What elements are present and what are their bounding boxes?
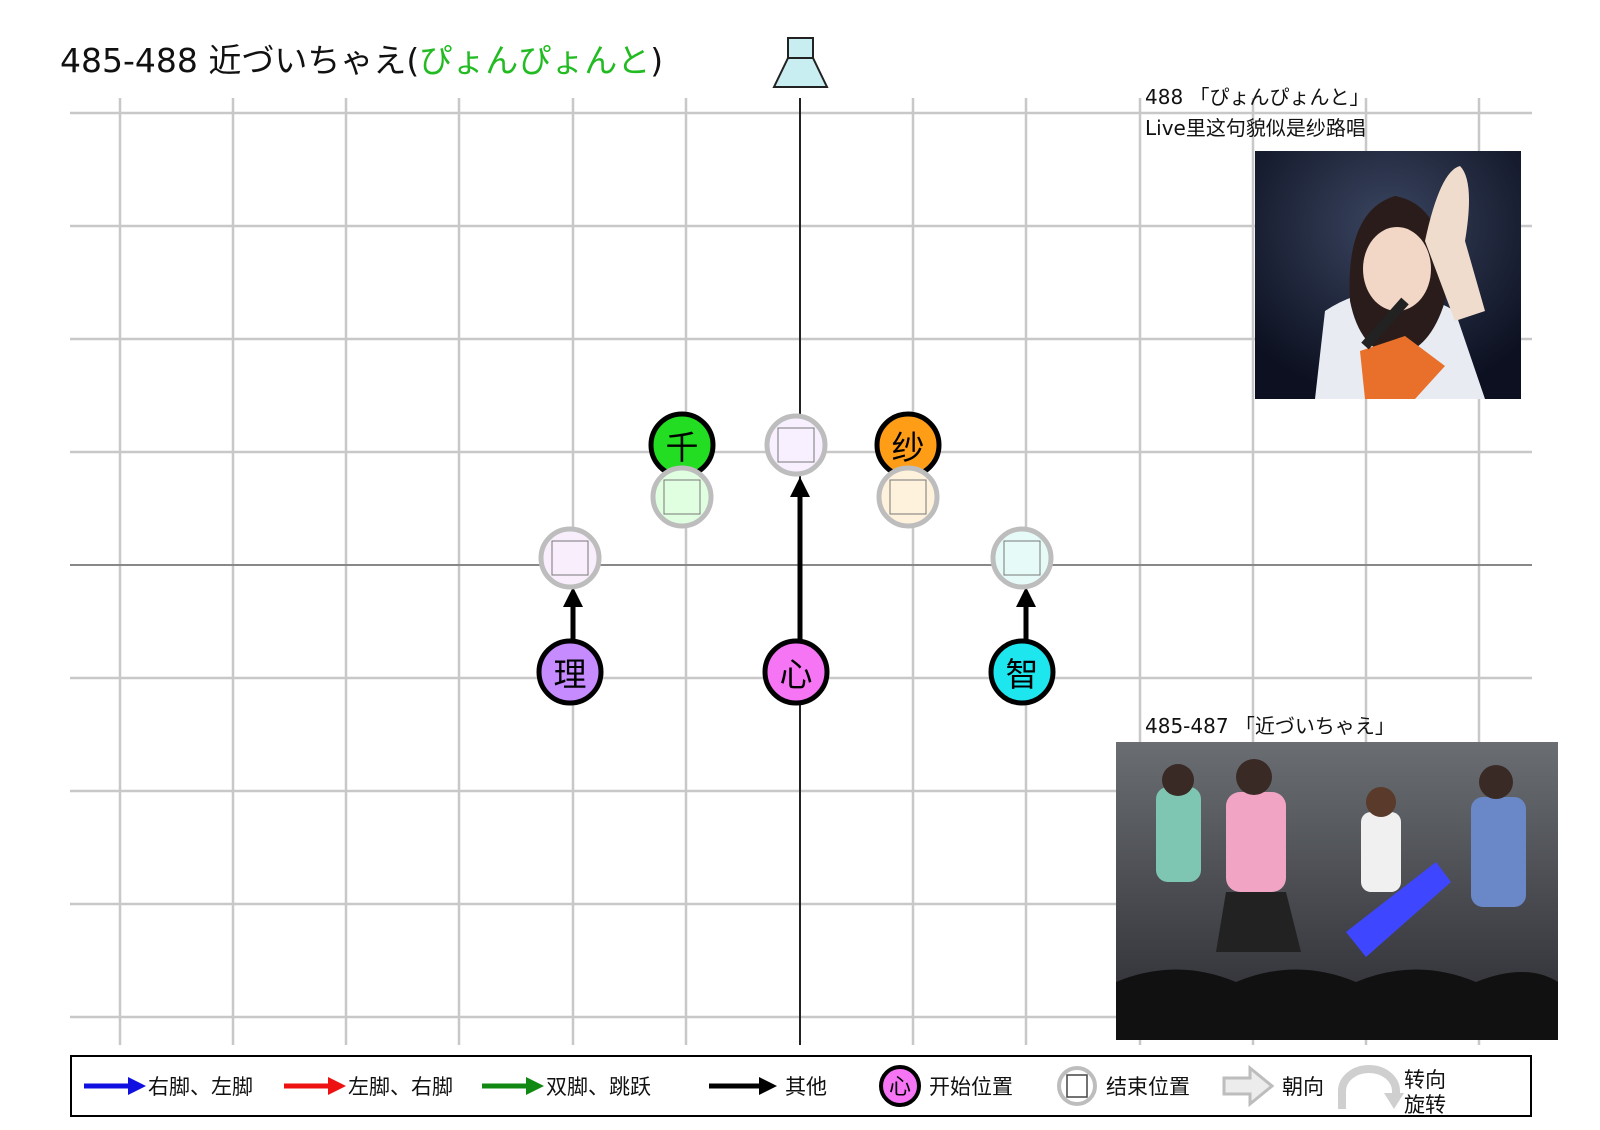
legend: 右脚、左脚 左脚、右脚 双脚、跳跃 其他 心 开始位置 结束位置 朝向 xyxy=(70,1055,1532,1117)
member-label: 智 xyxy=(1006,655,1039,694)
blue-arrow-icon xyxy=(84,1077,146,1095)
speaker-stand-icon xyxy=(772,37,829,88)
annotation-top: 488 「ぴょんぴょんと」 Live里这句貌似是纱路唱 xyxy=(1145,85,1370,140)
svg-text:心: 心 xyxy=(889,1075,911,1100)
legend-item-right-left-foot: 右脚、左脚 xyxy=(82,1057,253,1115)
member-label: 纱 xyxy=(892,428,925,467)
legend-item-both-feet-jump: 双脚、跳跃 xyxy=(480,1057,651,1115)
member-label: 理 xyxy=(554,655,587,694)
start-position-cocoa: 心 xyxy=(762,638,830,706)
legend-item-facing: 朝向 xyxy=(1220,1057,1324,1115)
legend-item-left-right-foot: 左脚、右脚 xyxy=(282,1057,453,1115)
black-arrow-icon xyxy=(709,1077,777,1095)
legend-item-start-position: 心 开始位置 xyxy=(877,1057,1013,1115)
end-position-syaro xyxy=(876,465,940,529)
movement-arrow xyxy=(1016,587,1036,640)
legend-turn-label-2: 旋转 xyxy=(1404,1093,1446,1117)
red-arrow-icon xyxy=(284,1077,346,1095)
end-position-chiya xyxy=(650,465,714,529)
end-position-chino xyxy=(990,526,1054,590)
end-position-rize xyxy=(538,526,602,590)
start-position-rize: 理 xyxy=(536,638,604,706)
title-highlight: ぴょんぴょんと xyxy=(419,41,651,80)
legend-turn-label-1: 转向 xyxy=(1404,1068,1446,1092)
member-label: 心 xyxy=(780,655,813,694)
annotation-bottom: 485-487 「近づいちゃえ」 xyxy=(1145,714,1395,738)
end-position-icon xyxy=(1057,1066,1097,1106)
legend-item-end-position: 结束位置 xyxy=(1054,1057,1190,1115)
live-photo-group xyxy=(1116,742,1558,1040)
diagram-title: 485-488 近づいちゃえ(ぴょんぴょんと) xyxy=(60,41,664,80)
legend-item-other: 其他 xyxy=(707,1057,827,1115)
green-arrow-icon xyxy=(482,1077,544,1095)
member-label: 千 xyxy=(666,428,699,467)
start-position-chino: 智 xyxy=(988,638,1056,706)
live-photo-solo xyxy=(1255,151,1521,399)
facing-arrow-icon xyxy=(1222,1064,1275,1108)
start-position-icon: 心 xyxy=(879,1065,921,1107)
turn-arrow-icon xyxy=(1338,1065,1404,1109)
movement-arrow xyxy=(563,587,583,640)
end-position-cocoa xyxy=(764,413,828,477)
legend-item-turn: 转向 旋转 xyxy=(1334,1057,1446,1117)
start-position-chiya: 千 xyxy=(648,411,716,479)
movement-arrow xyxy=(790,477,810,640)
start-position-syaro: 纱 xyxy=(874,411,942,479)
